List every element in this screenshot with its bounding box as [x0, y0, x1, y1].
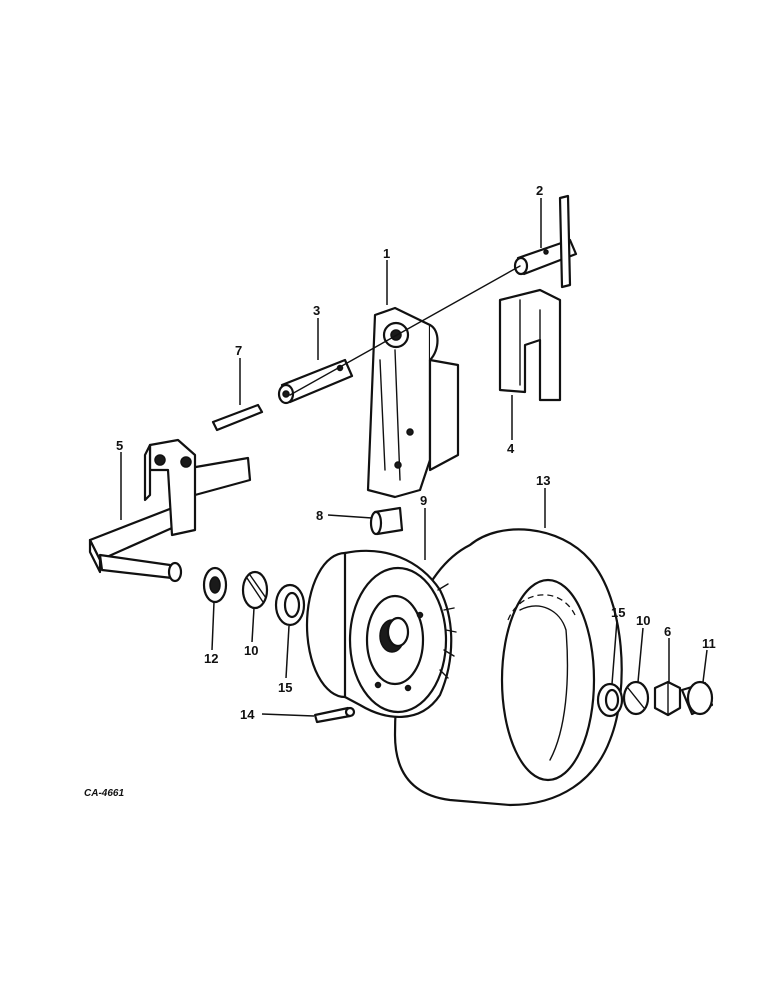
part-tire — [393, 528, 623, 807]
callout-1: 1 — [383, 246, 390, 261]
part-bearing-cup-left — [274, 583, 306, 627]
part-axle-arm — [88, 438, 252, 583]
callout-10-left: 10 — [244, 643, 258, 658]
callout-9: 9 — [420, 493, 427, 508]
part-cotter-pin — [313, 706, 356, 724]
callout-6: 6 — [664, 624, 671, 639]
callout-15-left: 15 — [278, 680, 292, 695]
callout-3: 3 — [313, 303, 320, 318]
leader-lines — [120, 198, 708, 717]
part-rim — [305, 549, 457, 719]
callout-15-right: 15 — [611, 605, 625, 620]
part-bearing-cone-right — [622, 680, 650, 716]
part-bearing-cone-left — [241, 570, 269, 610]
part-washer — [202, 566, 228, 604]
alignment-line — [289, 265, 521, 396]
part-bushing — [369, 506, 404, 536]
callout-8: 8 — [316, 508, 323, 523]
part-roll-pin — [211, 403, 264, 432]
part-nut — [653, 680, 682, 717]
part-clip — [498, 288, 562, 402]
callout-2: 2 — [536, 183, 543, 198]
callout-11: 11 — [702, 636, 716, 651]
callout-10-right: 10 — [636, 613, 650, 628]
callout-7: 7 — [235, 343, 242, 358]
callout-14: 14 — [240, 707, 255, 722]
callout-12: 12 — [204, 651, 218, 666]
callout-4: 4 — [507, 441, 515, 456]
part-bearing-cup-right — [596, 682, 624, 718]
part-bracket — [366, 306, 460, 499]
part-handle-pin — [513, 194, 578, 289]
callout-5: 5 — [116, 438, 123, 453]
callout-13: 13 — [536, 473, 550, 488]
part-hub-cap — [680, 680, 714, 716]
figure-id: CA-4661 — [84, 788, 124, 799]
